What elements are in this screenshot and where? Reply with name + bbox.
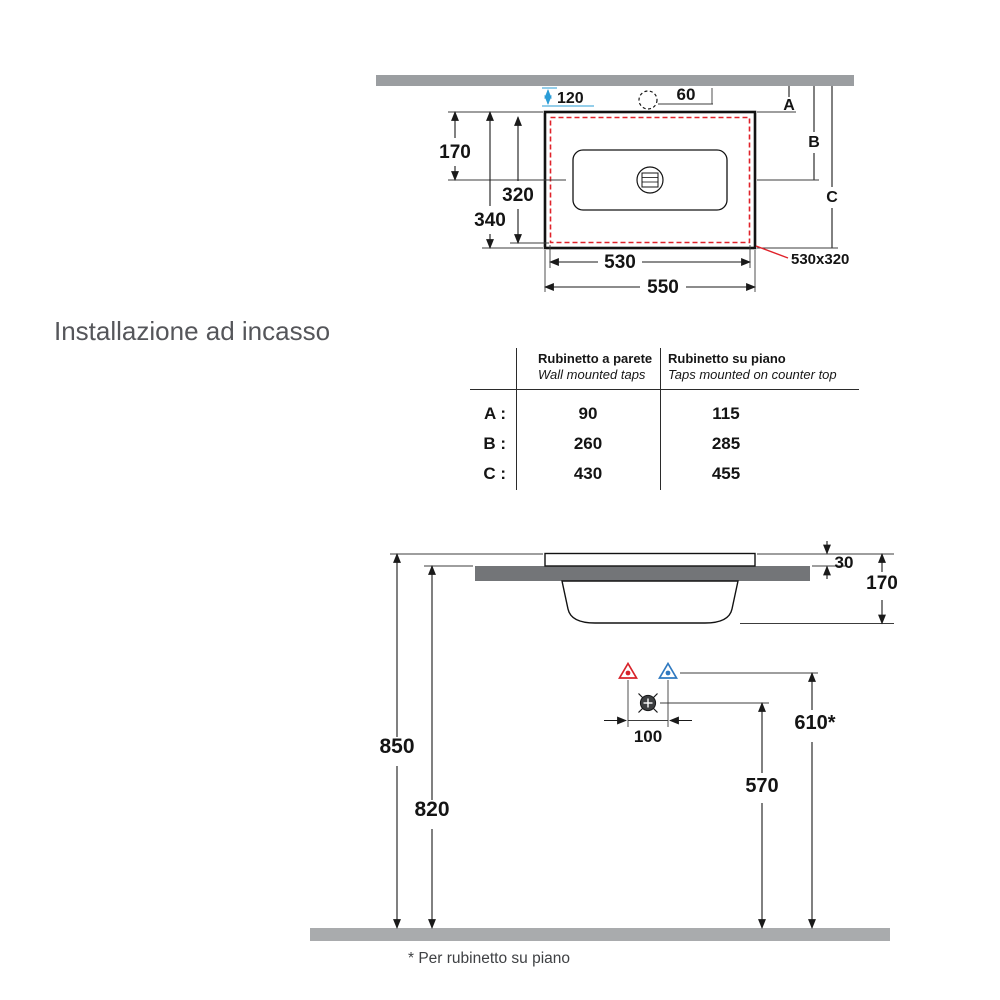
dim-820-label: 820 [414,798,449,821]
ref-c-label: C [826,189,838,206]
dim-100: 100 [604,680,692,746]
row-value-counter: 115 [712,404,740,423]
dim-30-label: 30 [835,553,854,572]
dim-60: 60 [658,85,713,105]
dim-120: 120 [542,87,594,107]
wall-distance-reference-lines: A B C [757,86,838,249]
table-divider-2 [660,348,661,490]
column-header-en: Wall mounted taps [538,367,646,382]
dim-170-side: 170 [866,553,898,625]
dim-850: 850 [379,553,415,929]
dim-170-side-label: 170 [866,573,898,594]
dim-530-label: 530 [604,252,636,273]
dim-170-label: 170 [439,142,471,163]
section-title: Installazione ad incasso [54,316,331,346]
top-view-drawing: A B C [376,75,854,298]
column-header-en: Taps mounted on counter top [668,367,837,382]
dim-340-label: 340 [474,210,506,231]
dim-320-label: 320 [502,185,534,206]
drain-symbol [638,693,658,713]
column-header-it: Rubinetto a parete [538,351,653,366]
row-label: A : [483,404,506,423]
ref-a-label: A [783,97,795,114]
dim-610-label: 610* [794,712,835,734]
row-value-wall: 260 [573,434,603,453]
counter-top-bar [475,566,810,581]
row-value-counter: 455 [711,464,741,483]
cutout-callout: 530x320 [755,245,849,268]
dim-610: 610* [680,672,836,929]
dim-570-label: 570 [745,775,778,797]
bottom-dimensions: 530 550 [544,245,756,298]
dim-570: 570 [660,702,779,929]
drain-top-view [636,166,664,194]
dim-820: 820 [414,565,450,929]
row-value-wall: 90 [578,404,598,423]
row-value-wall: 430 [573,464,603,483]
row-label: B : [483,434,506,453]
row-label: C : [483,464,506,483]
row-value-counter: 285 [711,434,741,453]
left-dimensions: 170 320 340 [439,111,566,249]
basin-rim [544,552,756,567]
column-header-it: Rubinetto su piano [668,351,786,366]
footnote: * Per rubinetto su piano [408,950,570,967]
hot-water-symbol [618,661,638,679]
column-header-wall-mounted: Rubinetto a parete Wall mounted taps [538,351,652,383]
floor-bar [310,928,890,941]
dim-100-label: 100 [634,727,662,746]
dim-120-label: 120 [557,90,584,107]
cutout-size-label: 530x320 [791,251,849,268]
dim-550-label: 550 [647,277,679,298]
ref-b-label: B [808,134,820,151]
cold-water-symbol [658,661,678,679]
side-view-drawing: 30 170 850 820 [310,541,898,941]
column-header-counter-top: Rubinetto su piano Taps mounted on count… [668,351,837,383]
tap-hole-dashed-circle [638,90,658,110]
dim-30: 30 [823,541,854,579]
wall-bar [376,75,854,86]
table-header-rule [470,389,859,390]
dim-850-label: 850 [379,735,414,758]
basin-bowl [561,580,739,624]
table-divider-1 [516,348,517,490]
dim-60-label: 60 [677,85,696,104]
